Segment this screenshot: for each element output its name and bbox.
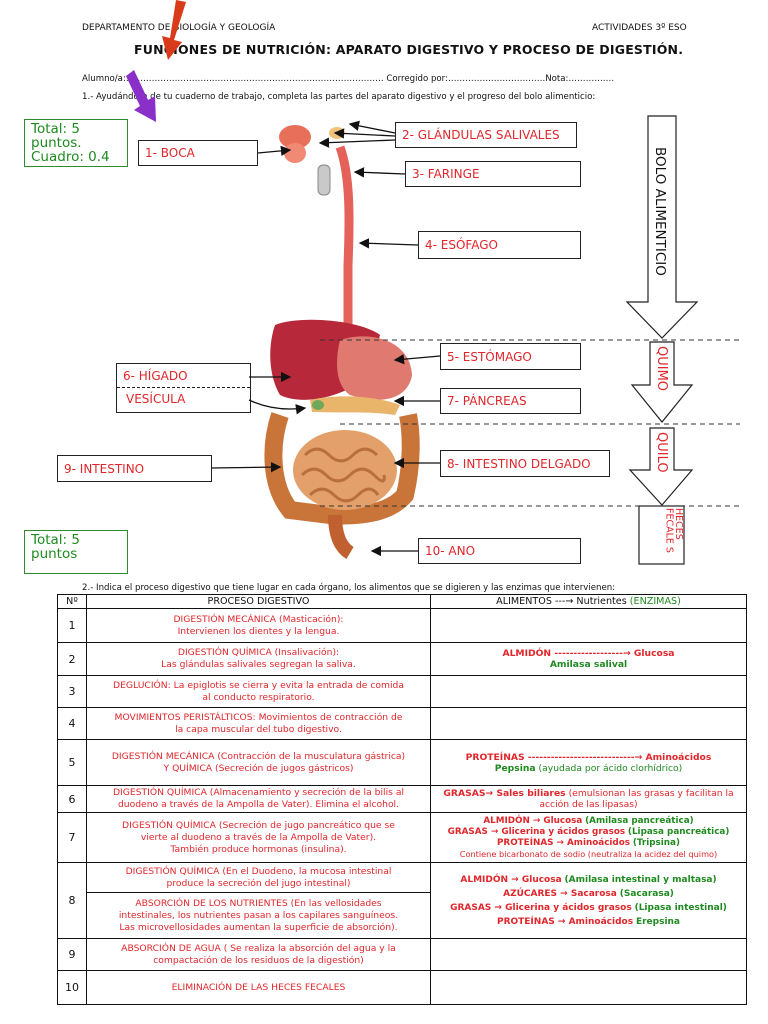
table-row: 5 DIGESTIÓN MECÁNICA (Contracción de la …: [57, 739, 747, 786]
label-glandulas-salivales: 2- GLÁNDULAS SALIVALES: [395, 122, 577, 148]
purple-arrow-icon: [126, 70, 156, 122]
table-row: 10 ELIMINACIÓN DE LAS HECES FECALES: [57, 970, 747, 1005]
mouth-organ: [279, 125, 311, 149]
table-row: 6 DIGESTIÓN QUÍMICA (Almacenamiento y se…: [57, 785, 747, 813]
table-row: 8 DIGESTIÓN QUÍMICA (En el Duodeno, la m…: [57, 862, 747, 939]
table-row: 7 DIGESTIÓN QUÍMICA (Secreción de jugo p…: [57, 812, 747, 863]
quilo-arrow-icon: [628, 427, 694, 506]
orange-arrow-icon: [162, 0, 186, 60]
label-esofago: 4- ESÓFAGO: [418, 231, 581, 259]
label-intestino-delgado: 8- INTESTINO DELGADO: [440, 450, 610, 477]
page-title: FUNCIONES DE NUTRICIÓN: APARATO DIGESTIV…: [134, 42, 684, 57]
table-row: 1 DIGESTIÓN MECÁNICA (Masticación):Inter…: [57, 608, 747, 643]
table-row: ABSORCIÓN DE LOS NUTRIENTES (En las vell…: [58, 892, 747, 939]
annotation-arrows: [126, 0, 186, 122]
score-box-q1: Total: 5 puntos. Cuadro: 0.4: [24, 119, 128, 167]
flow-quimo-label: QUIMO: [654, 346, 669, 392]
col-food-header: ALIMENTOS ---→ Nutrientes (ENZIMAS): [430, 594, 747, 609]
label-boca: 1- BOCA: [138, 140, 258, 166]
label-higado: 6- HÍGADO: [123, 369, 188, 383]
label-intestino: 9- INTESTINO: [57, 455, 212, 482]
table-row: 2 DIGESTIÓN QUÍMICA (Insalivación):Las g…: [57, 642, 747, 676]
stomach-organ: [337, 336, 412, 400]
label-estomago: 5- ESTÓMAGO: [440, 343, 581, 370]
dashed-divider: [117, 387, 250, 388]
flow-heces-label: HECES FECALE S: [663, 508, 684, 553]
heces-box: [638, 505, 685, 565]
table-row: 4 MOVIMIENTOS PERISTÁLTICOS: Movimientos…: [57, 707, 747, 740]
esophagus-organ: [335, 145, 354, 340]
label-ano: 10- ANO: [418, 538, 581, 564]
score-box-q2: Total: 5 puntos: [24, 530, 128, 574]
student-line: Alumno/a:……………………………………………………………………………… …: [82, 74, 615, 84]
table-header-row: Nº PROCESO DIGESTIVO ALIMENTOS ---→ Nutr…: [57, 594, 747, 609]
table-row: 3 DEGLUCIÓN: La epiglotis se cierra y ev…: [57, 675, 747, 708]
col-number-header: Nº: [57, 594, 87, 609]
quimo-arrow-icon: [630, 341, 694, 423]
col-process-header: PROCESO DIGESTIVO: [86, 594, 431, 609]
liver-gallbladder-box: 6- HÍGADO VESÍCULA: [116, 363, 251, 413]
question-1-instruction: 1.- Ayudándote de tu cuaderno de trabajo…: [82, 92, 596, 102]
department-name: DEPARTAMENTO DE BIOLOGÍA Y GEOLOGÍA: [82, 23, 276, 33]
digestive-process-table: Nº PROCESO DIGESTIVO ALIMENTOS ---→ Nutr…: [57, 594, 747, 1005]
flow-quilo-label: QUILO: [654, 432, 669, 473]
flow-bolo-label: BOLO ALIMENTICIO: [652, 147, 668, 276]
label-arrows: [211, 115, 740, 565]
label-faringe: 3- FARINGE: [405, 161, 581, 187]
table-row: 9 ABSORCIÓN DE AGUA ( Se realiza la abso…: [57, 938, 747, 971]
label-vesicula: VESÍCULA: [126, 392, 186, 406]
question-2-instruction: 2.- Indica el proceso digestivo que tien…: [82, 583, 616, 593]
activity-label: ACTIVIDADES 3º ESO: [592, 23, 687, 33]
bolo-arrow-icon: [625, 115, 699, 339]
label-pancreas: 7- PÁNCREAS: [440, 388, 581, 414]
